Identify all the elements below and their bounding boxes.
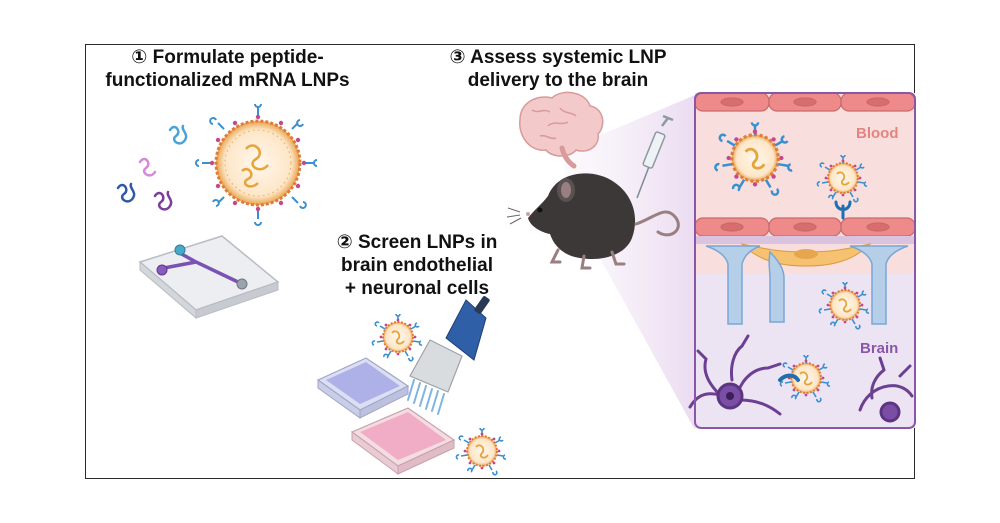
well-plate-purple-icon [316,357,410,419]
blood-brain-barrier-panel: Blood Brain [688,92,916,429]
endothelial-cell-row-bottom [694,217,916,237]
step-1-line-1: Formulate peptide- [152,47,324,68]
step-2-line-1: Screen LNPs in [357,232,498,253]
step-2-line-2: brain endothelial [340,255,494,276]
small-lnp-icon [371,313,423,362]
neuron-uptake-receptor-shape [778,373,800,382]
brain-region-label: Brain [860,340,898,357]
step-1-line-2: functionalized mRNA LNPs [105,70,350,91]
endothelial-cell-row-top [694,92,916,112]
peptide-lnp-large-icon [195,103,318,226]
step-1-label: ① Formulate peptide- functionalized mRNA… [100,46,355,92]
multichannel-pipette-icon [407,296,490,415]
syringe-icon [636,114,674,199]
microfluidic-chip-icon [138,235,280,320]
receptor-shape [834,200,852,220]
step-2-number: ② [336,232,353,253]
step-3-number: ③ [449,47,466,68]
step-2-label: ② Screen LNPs in brain endothelial + neu… [322,231,512,300]
mouse-icon [506,173,680,270]
small-lnp-icon [455,427,507,476]
step-2-line-3: + neuronal cells [344,278,490,299]
free-peptides-icon [116,124,188,211]
astrocyte-endfeet-shape [705,245,909,325]
step-1-number: ① [131,47,148,68]
well-plate-pink-icon [350,407,456,475]
step-3-line-2: delivery to the brain [467,70,649,91]
brain-icon [519,91,604,169]
neuron-cell-icon [688,334,914,423]
blood-region-label: Blood [856,125,899,142]
step-3-line-1: Assess systemic LNP [470,47,667,68]
step-3-label: ③ Assess systemic LNP delivery to the br… [428,46,688,92]
